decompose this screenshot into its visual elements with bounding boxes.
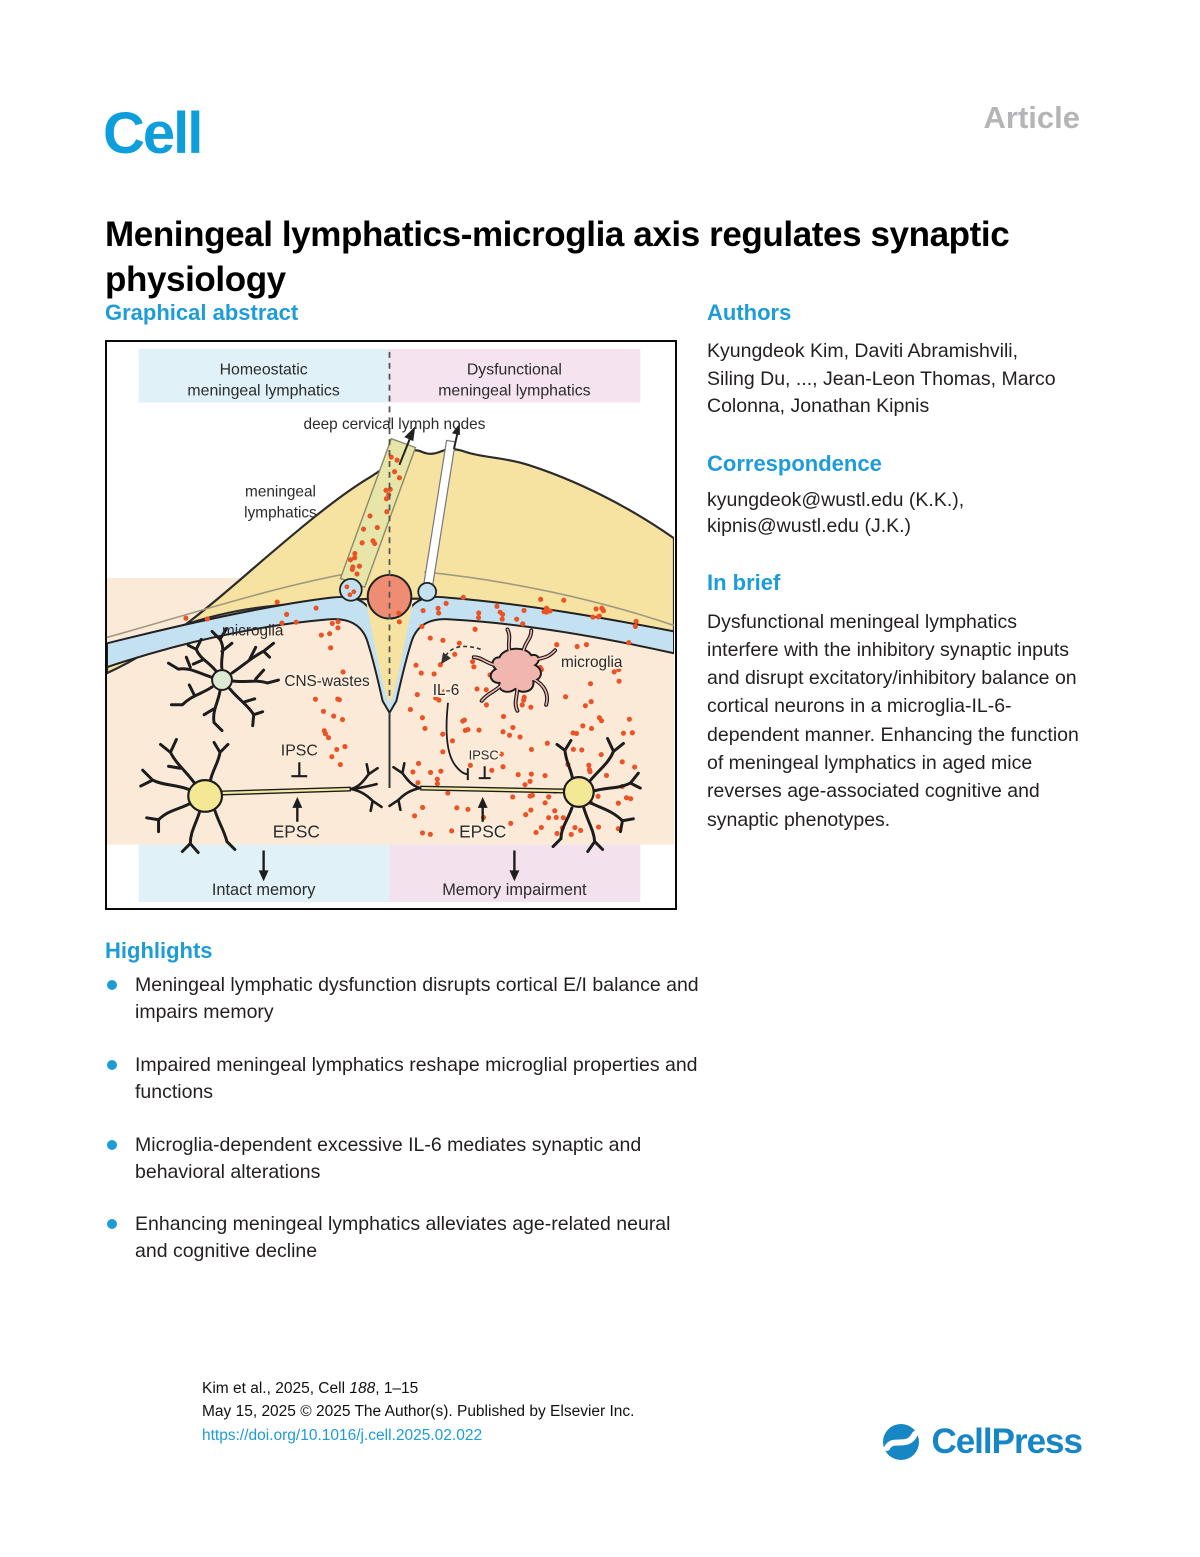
neuron-left [139, 737, 383, 854]
skull-inner-line [106, 571, 357, 639]
microglia-left-label: microglia [222, 622, 284, 639]
in-brief-text: Dysfunctional meningeal lymphatics inter… [707, 610, 1079, 831]
citation-volume: 188 [349, 1380, 376, 1397]
citation-prefix: Kim et al., 2025, Cell [202, 1380, 350, 1397]
lymphatic-lumen-right [417, 581, 437, 602]
bullet-icon [107, 1059, 117, 1070]
waste-dots-left-band [183, 599, 319, 626]
waste-dot [351, 589, 357, 595]
citation-block: Kim et al., 2025, Cell 188, 1–15 May 15,… [202, 1377, 634, 1447]
highlight-item: Enhancing meningeal lymphatics alleviate… [105, 1211, 705, 1265]
waste-flow-dashed-arrow [445, 645, 481, 656]
citation-line: Kim et al., 2025, Cell 188, 1–15 [202, 1377, 634, 1400]
waste-dot [347, 592, 353, 598]
waste-dots-left-column [312, 619, 348, 768]
citation-pages: , 1–15 [375, 1380, 419, 1397]
meningeal-lymphatics-label-line1: meningeal [245, 484, 316, 501]
highlights-heading: Highlights [105, 938, 213, 963]
paper-title: Meningeal lymphatics-microglia axis regu… [105, 215, 1010, 299]
highlight-item: Meningeal lymphatic dysfunction disrupts… [105, 972, 705, 1026]
bullet-icon [107, 980, 117, 990]
homeostatic-label-line2: meningeal lymphatics [187, 383, 339, 400]
bullet-icon [107, 1219, 117, 1230]
cns-wastes-label: CNS-wastes [284, 673, 370, 690]
drainage-arrowhead-left [404, 426, 416, 442]
dysfunctional-label-line2: meningeal lymphatics [438, 383, 590, 400]
drainage-arrow-left [398, 434, 413, 466]
doi-link[interactable]: https://doi.org/10.1016/j.cell.2025.02.0… [202, 1426, 483, 1444]
authors-heading: Authors [707, 300, 792, 325]
neuron-right [388, 737, 642, 853]
skull-inner-line-right [424, 571, 675, 627]
dcln-label: deep cervical lymph nodes [304, 416, 486, 433]
memory-impairment-label: Memory impairment [442, 881, 587, 899]
epsc-left-label: EPSC [273, 822, 320, 842]
intact-memory-label: Intact memory [212, 881, 316, 899]
outcome-arrowhead-left [258, 870, 269, 882]
email-line1: kyungdeok@wustl.edu (K.K.), [707, 489, 965, 512]
homeostatic-band [138, 348, 390, 403]
dysfunctional-label-line1: Dysfunctional [467, 362, 562, 379]
info-column: Authors Kyungdeok Kim, Daviti Abramishvi… [707, 300, 1099, 834]
waste-dot [344, 584, 350, 590]
epsc-arrowhead-right [477, 796, 488, 808]
homeostatic-label-line1: Homeostatic [220, 362, 308, 379]
cellpress-swirl-icon [883, 1424, 920, 1460]
skull-shape [105, 448, 676, 675]
meningeal-lymphatics-label-line2: lymphatics [244, 504, 317, 521]
ramified-microglia [166, 627, 280, 733]
correspondence-heading: Correspondence [707, 451, 882, 477]
highlight-text: Enhancing meningeal lymphatics alleviate… [135, 1213, 671, 1263]
microglia-right-label: microglia [561, 654, 623, 671]
cellpress-logo: CellPress [879, 1420, 1083, 1464]
il6-label: IL-6 [433, 682, 459, 699]
graphical-abstract-figure: Homeostatic meningeal lymphatics Dysfunc… [105, 348, 676, 903]
cellpress-wordmark: CellPress [931, 1422, 1083, 1461]
epsc-right-label: EPSC [459, 822, 506, 842]
il6-inhibition-line [445, 702, 468, 776]
epsc-arrowhead-left [292, 796, 303, 808]
email-line2: kipnis@wustl.edu (J.K.) [707, 515, 912, 538]
ipsc-symbol-right [478, 766, 491, 780]
highlight-text: Impaired meningeal lymphatics reshape mi… [135, 1053, 698, 1103]
outcome-arrowhead-right [509, 870, 520, 882]
correspondence-emails: kyungdeok@wustl.edu (K.K.), kipnis@wustl… [707, 487, 1099, 540]
dysfunctional-band [389, 348, 641, 403]
ipsc-left-label: IPSC [281, 742, 318, 759]
author-names: Kyungdeok Kim, Daviti Abramishvili, Sili… [707, 340, 1056, 418]
waste-flow-arrowhead [441, 652, 451, 665]
lymphatic-lumen-left [339, 578, 363, 602]
highlight-text: Microglia-dependent excessive IL-6 media… [135, 1133, 642, 1183]
cell-journal-logo: Cell [103, 101, 203, 166]
copyright-line: May 15, 2025 © 2025 The Author(s). Publi… [202, 1403, 635, 1421]
drainage-arrowhead-right [451, 423, 460, 436]
waste-dots-right-band [420, 594, 606, 622]
bullet-icon [107, 1139, 117, 1150]
highlight-item: Impaired meningeal lymphatics reshape mi… [105, 1052, 705, 1106]
graphical-abstract-heading: Graphical abstract [105, 300, 299, 325]
highlight-text: Meningeal lymphatic dysfunction disrupts… [135, 974, 699, 1023]
graphical-abstract-box: Homeostatic meningeal lymphatics Dysfunc… [105, 340, 677, 910]
highlight-item: Microglia-dependent excessive IL-6 media… [105, 1132, 705, 1186]
ipsc-right-label: IPSC [469, 747, 499, 762]
in-brief-heading: In brief [707, 569, 781, 595]
highlights-list: Meningeal lymphatic dysfunction disrupts… [105, 972, 705, 1291]
article-type-label: Article [983, 100, 1080, 135]
ipsc-symbol-left [291, 762, 308, 778]
amoeboid-microglia [471, 627, 558, 713]
